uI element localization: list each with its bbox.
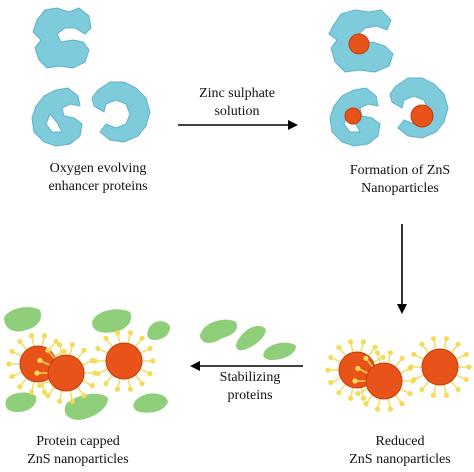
reduced-nanoparticle-3	[408, 336, 472, 398]
loaded-protein-2	[329, 87, 381, 147]
label-reduced-line1: Reduced	[375, 434, 425, 449]
label-stabilizing-line1: Stabilizing	[219, 370, 281, 385]
stabilizing-proteins-cluster	[200, 319, 296, 360]
label-solution: solution	[214, 104, 260, 119]
capped-nanoparticle-3	[92, 330, 156, 392]
label-zinc-sulphate: Zinc sulphate	[199, 86, 275, 101]
label-stabilizing-line2: proteins	[227, 388, 273, 403]
plain-protein-3	[91, 81, 151, 143]
label-capped-line2: ZnS nanoparticles	[27, 452, 129, 467]
label-oxygen-line2: enhancer proteins	[48, 179, 148, 194]
cap-protein-6	[133, 393, 168, 413]
loaded-protein-1	[328, 9, 394, 73]
cap-protein-1	[4, 307, 42, 332]
plain-protein-2	[31, 87, 83, 147]
cap-protein-3	[147, 321, 170, 340]
reduced-nanoparticles	[325, 336, 472, 412]
cap-protein-5	[64, 393, 108, 420]
loaded-protein-3	[389, 77, 449, 139]
label-formation-line1: Formation of ZnS	[349, 163, 451, 178]
label-oxygen-line1: Oxygen evolving	[49, 161, 147, 176]
capped-nanoparticles	[4, 307, 170, 420]
plain-protein-1	[32, 7, 92, 69]
capped-nanoparticle-2	[34, 342, 98, 404]
cap-protein-2	[92, 309, 132, 333]
label-formation-line2: Nanoparticles	[361, 181, 439, 196]
cap-protein-4	[5, 392, 37, 412]
label-reduced-line2: ZnS nanoparticles	[349, 452, 451, 467]
label-capped-line1: Protein capped	[36, 434, 120, 449]
